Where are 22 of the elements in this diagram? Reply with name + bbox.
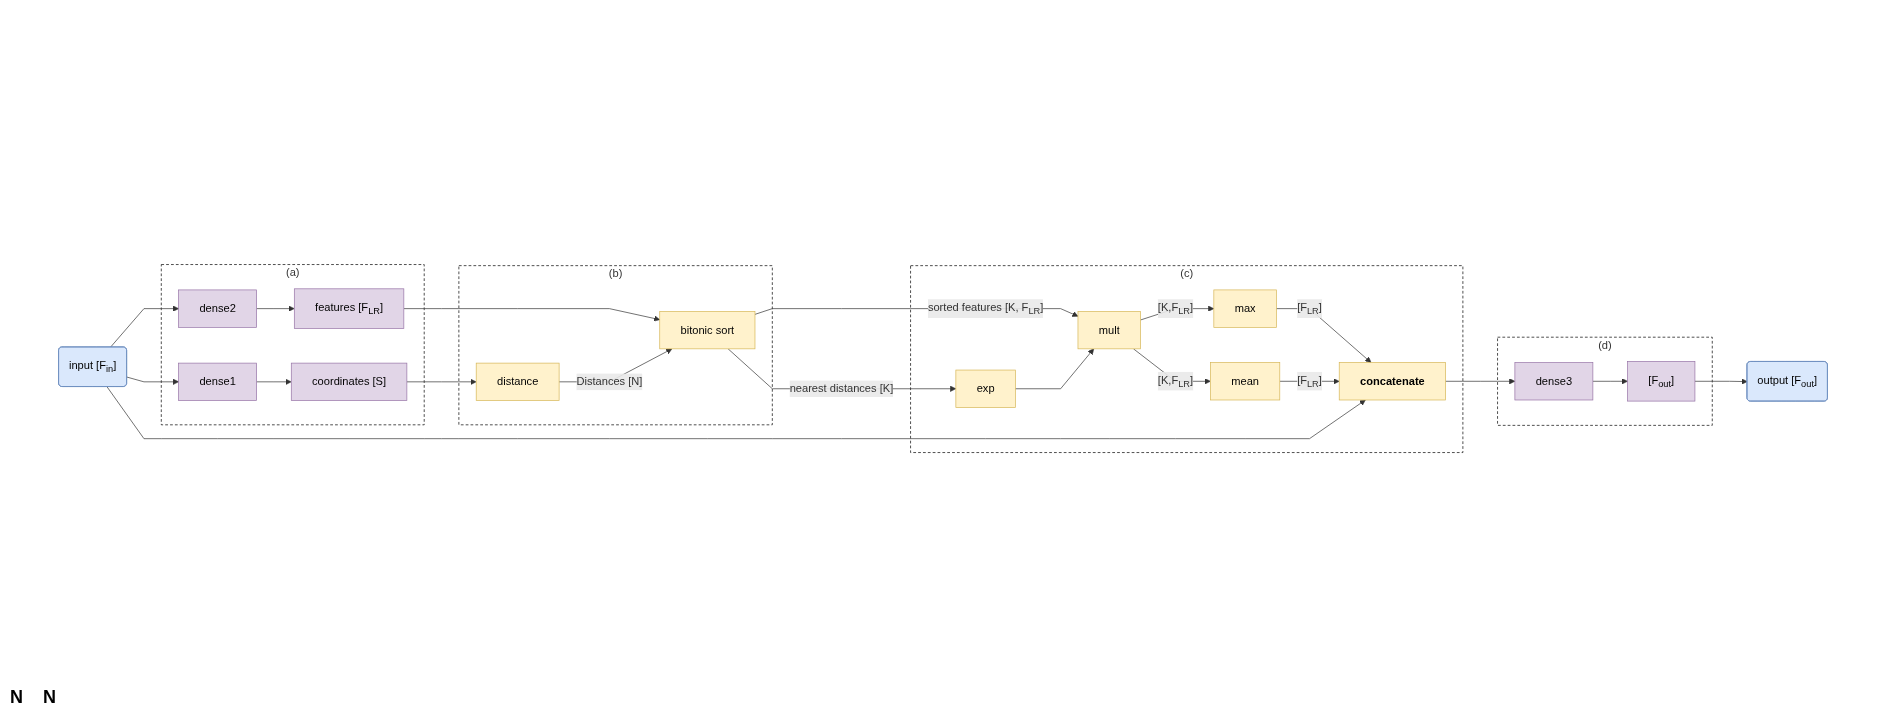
node-box: [F$_{out}$]	[1626, 361, 1695, 402]
edge-label: nearest distances [K]	[789, 382, 893, 395]
node-box: bitonic sort	[658, 311, 755, 350]
dimension-label: N	[43, 687, 56, 708]
dimension-label: N	[10, 687, 23, 708]
edge-label: Distances [N]	[575, 376, 642, 388]
node-box: dense3	[1514, 362, 1593, 401]
node-box: exp	[955, 370, 1016, 409]
node-box: dense2	[177, 290, 257, 329]
edge-label: [F$_{LR}$]	[1296, 301, 1322, 317]
node-box: max	[1213, 290, 1277, 329]
node-box: distance	[475, 363, 559, 402]
node-box: concatenate	[1338, 362, 1446, 401]
node-box: features [F$_{LR}$]	[293, 288, 404, 330]
edge-label: [K,F$_{LR}$]	[1157, 374, 1193, 390]
edge-label: [K,F$_{LR}$]	[1157, 301, 1193, 317]
node-box: dense1	[177, 363, 257, 402]
node-box: mult	[1077, 311, 1141, 350]
node-box: mean	[1209, 362, 1280, 401]
node-box: coordinates [S]	[290, 363, 407, 402]
edge-label: [F$_{LR}$]	[1296, 374, 1322, 390]
edge-label: sorted features [K, F$_{LR}$]	[927, 301, 1043, 317]
